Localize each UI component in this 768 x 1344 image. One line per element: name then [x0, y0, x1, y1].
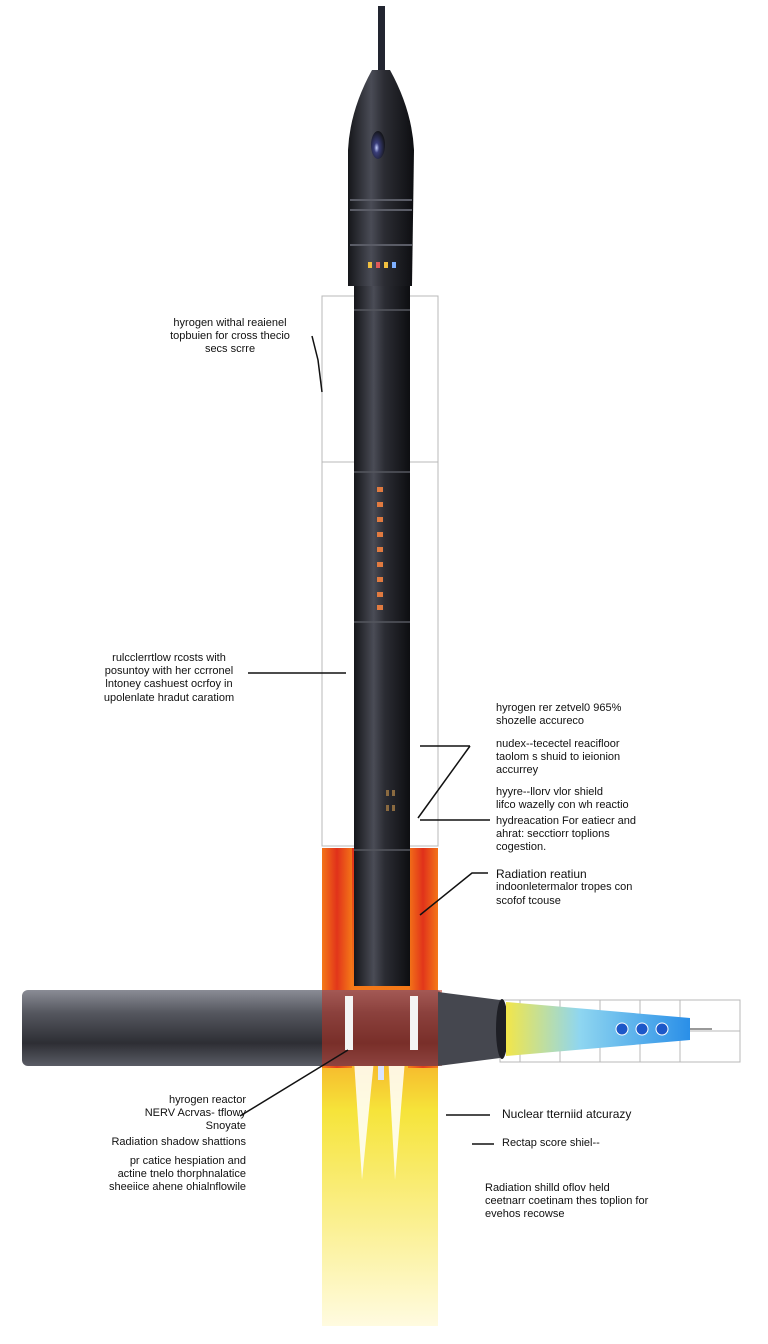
label-upper-left-line3: secs scrre	[204, 343, 256, 356]
label-lower-right-3-line2: ceetnarr coetinam thes toplion for	[485, 1195, 649, 1208]
body-seams	[354, 309, 410, 851]
engine-slot-right	[410, 996, 418, 1050]
body-sensor-marks	[386, 790, 395, 811]
leader-lines	[239, 335, 494, 1145]
label-lower-left-line3: Snoyate	[205, 1120, 246, 1133]
label-right-5: Radiation reatiun indoonletermalor trope…	[496, 867, 632, 908]
label-right-1-line1: hyrogen rer zetvel0 965%	[496, 702, 622, 714]
nozzle-ports	[615, 1022, 669, 1036]
nose-cone	[348, 70, 414, 286]
label-right-3-line2: lifco wazelly con wh reactio	[496, 799, 629, 812]
label-right-5-line3: scofof tcouse	[496, 894, 561, 907]
label-mid-left-line4: upolenlate hradut caratiom	[103, 691, 235, 704]
label-mid-left-line3: lntoney cashuest ocrfoy in	[105, 678, 233, 691]
label-lower-right-2-line1: Rectap score shiel--	[502, 1137, 600, 1149]
label-lower-left-line2: NERV Acrvas- tflowy	[144, 1107, 246, 1120]
label-right-4-line2: ahrat: secctiorr toplions	[496, 828, 610, 841]
label-mid-left: rulcclerrtlow rcosts with posuntoy with …	[84, 652, 254, 705]
label-mid-left-line1: rulcclerrtlow rcosts with	[112, 652, 226, 664]
nose-indicators	[368, 262, 396, 268]
antenna	[378, 6, 385, 72]
engine-slot-left	[345, 996, 353, 1050]
nose-bands	[350, 199, 412, 246]
nozzle-adapter	[438, 992, 500, 1066]
label-right-2-line3: accurrey	[496, 764, 539, 777]
label-upper-left-line1: hyrogen withal reaienel	[173, 317, 287, 329]
label-lower-right-1-line1: Nuclear tterniid atcurazy	[502, 1107, 632, 1121]
label-right-4-line3: cogestion.	[496, 841, 547, 854]
rocket-body	[354, 286, 410, 986]
label-right-4: hydreacation For eatiecr and ahrat: secc…	[496, 815, 636, 855]
label-right-2: nudex--tecectel reacifloor taolom s shui…	[496, 738, 620, 778]
label-right-2-line1: nudex--tecectel reacifloor	[496, 738, 620, 750]
label-lower-right-1: Nuclear tterniid atcurazy	[502, 1107, 631, 1121]
label-lower-left-line5: pr catice hespiation and	[129, 1154, 246, 1167]
label-lower-left: hyrogen reactor NERV Acrvas- tflowy Snoy…	[60, 1094, 246, 1194]
label-upper-left-line2: topbuien for cross thecio	[170, 330, 290, 343]
label-right-4-line1: hydreacation For eatiecr and	[496, 815, 637, 827]
label-lower-right-3: Radiation shilld oflov held ceetnarr coe…	[485, 1182, 648, 1222]
nozzle-flange	[496, 999, 508, 1059]
label-right-3-line1: hyyre--llorv vlor shield	[496, 786, 603, 798]
label-lower-left-line1: hyrogen reactor	[168, 1094, 246, 1106]
body-panel-lights	[377, 487, 383, 610]
label-lower-right-3-line1: Radiation shilld oflov held	[485, 1182, 610, 1194]
label-right-5-line1: Radiation reatiun	[496, 867, 587, 881]
label-lower-left-line4: Radiation shadow shattions	[111, 1135, 246, 1148]
label-right-1-line2: shozelle accureco	[496, 715, 585, 728]
nozzle-exhaust	[506, 1002, 690, 1056]
label-right-3: hyyre--llorv vlor shield lifco wazelly c…	[496, 786, 629, 812]
label-mid-left-line2: posuntoy with her ccrronel	[104, 665, 234, 678]
label-right-2-line2: taolom s shuid to ieionion	[496, 751, 621, 764]
label-right-5-line2: indoonletermalor tropes con	[496, 881, 633, 894]
label-lower-left-line7: sheeiice ahene ohialnflowile	[109, 1181, 246, 1194]
nose-highlight	[371, 131, 385, 159]
label-lower-left-line6: actine tnelo thorphnalatice	[117, 1167, 246, 1180]
label-upper-left: hyrogen withal reaienel topbuien for cro…	[150, 317, 310, 357]
label-lower-right-3-line3: evehos recowse	[485, 1208, 565, 1221]
label-lower-right-2: Rectap score shiel--	[502, 1137, 600, 1150]
label-right-1: hyrogen rer zetvel0 965% shozelle accure…	[496, 702, 621, 728]
